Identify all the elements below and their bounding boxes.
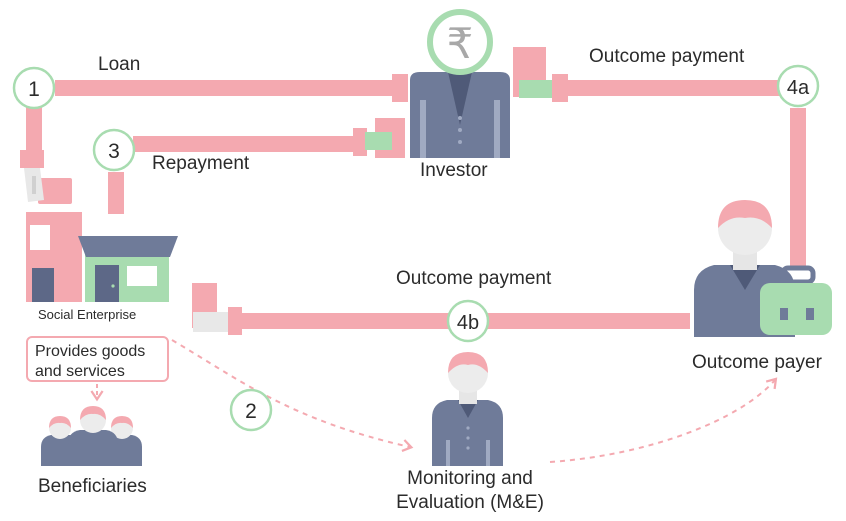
step-4b-badge: 4b (446, 299, 490, 343)
social-enterprise-building-icon (26, 212, 178, 302)
beneficiaries-group-icon (41, 406, 142, 466)
step-4b-label: 4b (457, 312, 479, 334)
repayment-label: Repayment (152, 153, 250, 174)
investor-label: Investor (420, 160, 488, 181)
beneficiaries-label: Beneficiaries (38, 476, 147, 497)
step-2-label: 2 (245, 400, 257, 423)
outcome-payment-top-label: Outcome payment (589, 46, 745, 67)
repayment-flow-bar (108, 128, 367, 214)
monitoring-evaluation-label: Monitoring and Evaluation (M&E) (396, 468, 544, 513)
step-1-label: 1 (28, 78, 40, 101)
rupee-icon: ₹ (447, 19, 474, 68)
loan-label: Loan (98, 54, 141, 75)
provides-goods-box: Provides goods and services (26, 336, 169, 382)
social-enterprise-label: Social Enterprise (38, 307, 137, 322)
dashed-arrow-se-to-me (171, 339, 414, 452)
step-1-badge: 1 (12, 66, 56, 110)
step-3-label: 3 (108, 140, 120, 163)
hand-outcome-mid-receive-icon (192, 283, 228, 332)
briefcase-icon (760, 265, 832, 335)
step-4a-label: 4a (787, 77, 810, 99)
investor-figure (410, 9, 510, 158)
monitoring-evaluation-figure (432, 352, 503, 466)
step-3-badge: 3 (92, 128, 136, 172)
hand-outcome-top-receive-icon (513, 47, 552, 98)
provides-goods-label: Provides goods and services (35, 343, 146, 380)
investor-head (427, 9, 493, 75)
loan-flow-bar (55, 74, 408, 102)
outcome-payment-mid-label: Outcome payment (396, 268, 552, 289)
step-4a-badge: 4a (776, 64, 820, 108)
hand-loan-receive-icon (24, 168, 72, 204)
step-2-badge: 2 (229, 388, 273, 432)
outcome-payment-top-bar (552, 74, 806, 268)
outcome-payer-label: Outcome payer (692, 352, 822, 373)
social-enterprise-receive-bar (20, 105, 44, 168)
dashed-arrow-me-to-payer (549, 377, 778, 463)
hand-repayment-give-icon (365, 118, 405, 158)
